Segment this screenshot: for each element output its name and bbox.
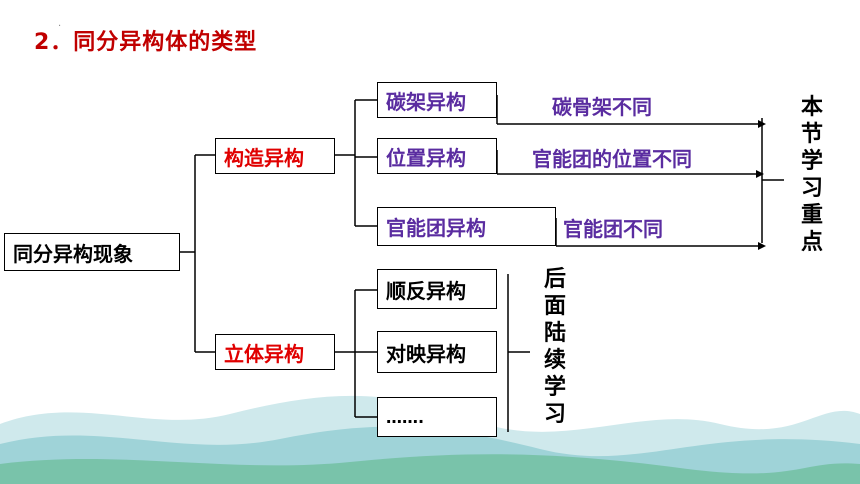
carbon-skeleton-isomerism-node: 碳架异构 <box>377 82 497 118</box>
root-label: 同分异构现象 <box>13 241 133 266</box>
carbon-skeleton-desc: 碳骨架不同 <box>552 95 652 119</box>
decorative-dot: . <box>58 18 62 29</box>
structural-isomerism-node: 构造异构 <box>215 138 335 174</box>
stereo-isomerism-label: 立体异构 <box>224 341 304 366</box>
more-isomerism-node: ……. <box>377 397 497 437</box>
functional-group-isomerism-label: 官能团异构 <box>386 216 486 240</box>
position-isomerism-label: 位置异构 <box>386 145 466 170</box>
stereo-isomerism-node: 立体异构 <box>215 334 335 370</box>
functional-group-isomerism-node: 官能团异构 <box>377 207 556 246</box>
functional-group-desc: 官能团不同 <box>563 217 663 241</box>
position-desc: 官能团的位置不同 <box>532 147 692 171</box>
cis-trans-isomerism-label: 顺反异构 <box>386 278 466 303</box>
focus-note: 本节学习重点 <box>800 95 823 255</box>
cis-trans-isomerism-node: 顺反异构 <box>377 269 497 309</box>
enantiomerism-label: 对映异构 <box>386 341 466 366</box>
structural-isomerism-label: 构造异构 <box>224 145 304 170</box>
page-title: 2．同分异构体的类型 <box>34 30 258 55</box>
landscape-background <box>0 395 860 484</box>
enantiomerism-node: 对映异构 <box>377 331 497 373</box>
root-node: 同分异构现象 <box>4 233 180 271</box>
more-isomerism-label: ……. <box>386 407 425 427</box>
carbon-skeleton-isomerism-label: 碳架异构 <box>386 89 466 114</box>
later-study-note: 后面陆续学习 <box>543 267 566 427</box>
position-isomerism-node: 位置异构 <box>377 138 497 174</box>
